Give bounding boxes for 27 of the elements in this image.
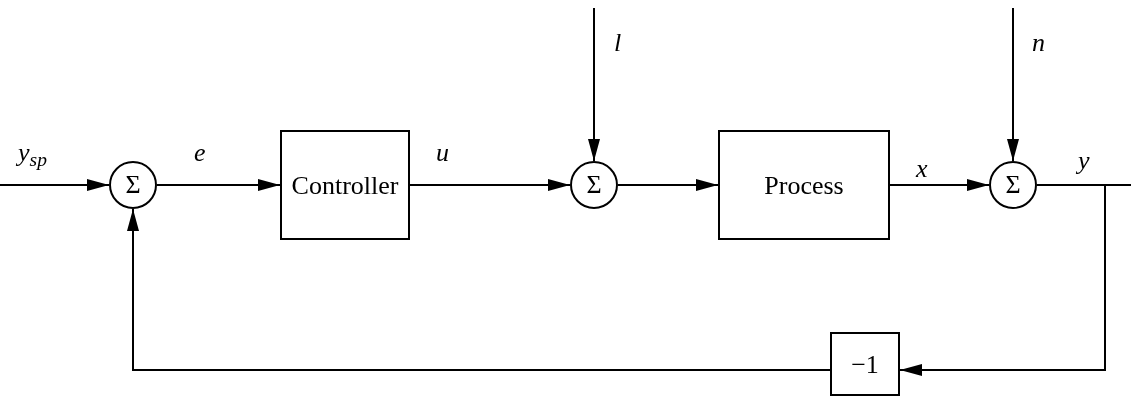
arrow <box>617 179 719 191</box>
summing-junction <box>570 161 618 209</box>
block-label: Controller <box>291 169 399 202</box>
arrow <box>409 179 571 191</box>
signal-label: y <box>1078 148 1090 174</box>
arrow <box>156 179 281 191</box>
signal-label: x <box>916 156 928 182</box>
arrow <box>127 208 831 371</box>
arrow <box>588 7 600 162</box>
signal-label: l <box>614 30 622 56</box>
signal-label: u <box>436 140 449 166</box>
block-box <box>280 130 410 240</box>
block-box <box>830 332 900 396</box>
summing-junction <box>989 161 1037 209</box>
block-label: −1 <box>851 348 879 381</box>
arrow <box>889 179 990 191</box>
block-label: Process <box>764 169 844 202</box>
arrow <box>1007 7 1019 162</box>
arrow <box>899 184 1106 376</box>
block-box <box>718 130 890 240</box>
signal-label: e <box>194 140 206 166</box>
signal-label: n <box>1032 30 1045 56</box>
sum-symbol: Σ <box>1005 172 1021 198</box>
sum-symbol: Σ <box>586 172 602 198</box>
summing-junction <box>109 161 157 209</box>
sum-symbol: Σ <box>125 172 141 198</box>
arrow <box>0 179 110 191</box>
